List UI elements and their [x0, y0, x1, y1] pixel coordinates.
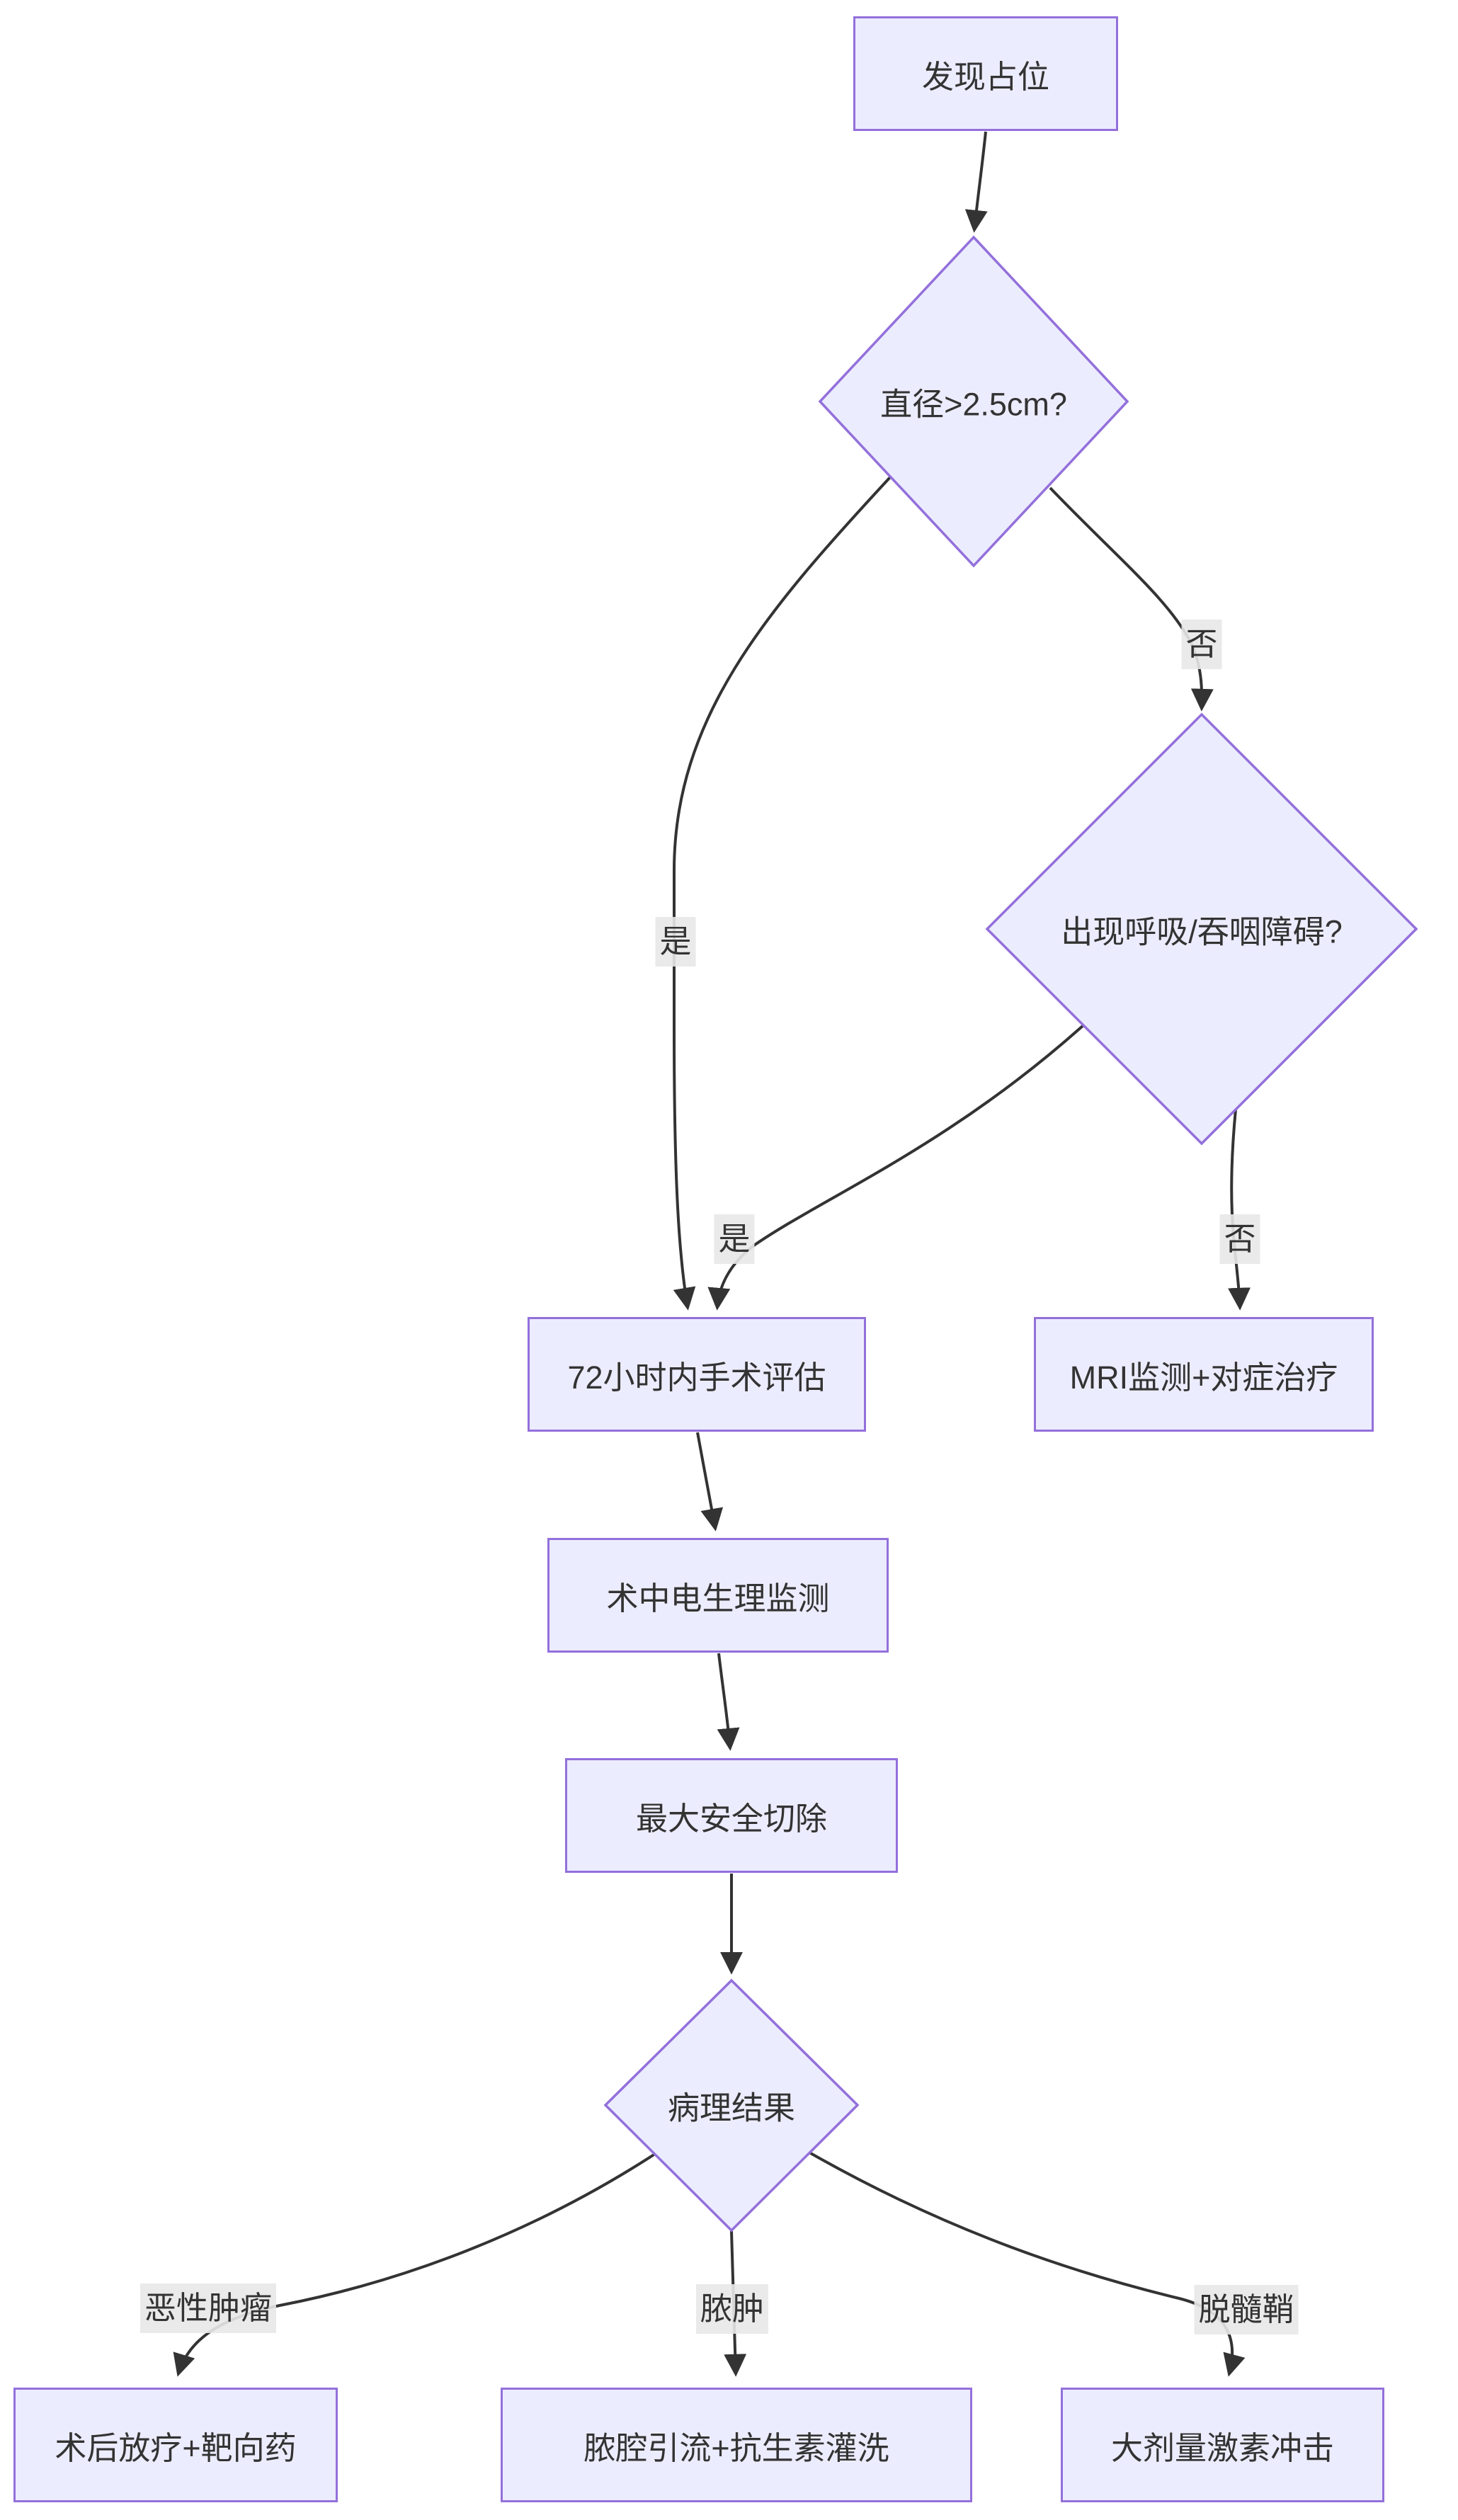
decision-diamond-pathology [603, 1978, 860, 2233]
node-postop-radiotherapy-targeted: 术后放疗+靶向药 [13, 2388, 338, 2502]
label-breathing-swallowing-decision: 出现呼吸/吞咽障碍? [1061, 913, 1343, 950]
edge-evaluation-to-monitoring [696, 1432, 724, 1532]
node-abscess-drainage-lavage: 脓腔引流+抗生素灌洗 [501, 2388, 972, 2502]
edge-label-yes-1: 是 [655, 917, 696, 967]
edge-pathology-malignant-to-radiotherapy [173, 2153, 656, 2377]
edge-label-yes-2: 是 [714, 1214, 755, 1264]
node-high-dose-steroid: 大剂量激素冲击 [1061, 2388, 1384, 2502]
edge-label-no-1: 否 [1181, 620, 1222, 669]
edge-breathing-yes-to-evaluation [707, 1024, 1085, 1311]
edge-diameter-yes-to-evaluation [673, 475, 892, 1311]
decision-diamond-breathing-swallowing [985, 712, 1418, 1146]
decision-diamond-diameter [818, 235, 1129, 568]
edge-label-abscess: 脓肿 [695, 2284, 769, 2334]
node-surgical-evaluation-72h: 72小时内手术评估 [528, 1317, 866, 1432]
node-intraop-electrophysiology: 术中电生理监测 [547, 1538, 889, 1653]
node-mass-found: 发现占位 [853, 16, 1118, 131]
edge-label-no-2: 否 [1219, 1214, 1260, 1264]
node-mri-monitoring-symptomatic: MRI监测+对症治疗 [1034, 1317, 1374, 1432]
edge-label-malignant-tumor: 恶性肿瘤 [139, 2284, 277, 2333]
edge-label-demyelination: 脱髓鞘 [1194, 2285, 1299, 2334]
edge-monitoring-to-resection [717, 1653, 740, 1751]
node-maximal-safe-resection: 最大安全切除 [565, 1758, 898, 1873]
edge-breathing-no-to-mri [1228, 1109, 1251, 1311]
edge-pathology-demyelination-to-steroid [809, 2151, 1246, 2377]
label-diameter-decision: 直径>2.5cm? [880, 386, 1067, 423]
edge-mass-to-diameter [964, 131, 988, 233]
label-pathology-decision: 病理结果 [667, 2089, 796, 2126]
edge-diameter-no-to-breathing [1049, 486, 1214, 712]
